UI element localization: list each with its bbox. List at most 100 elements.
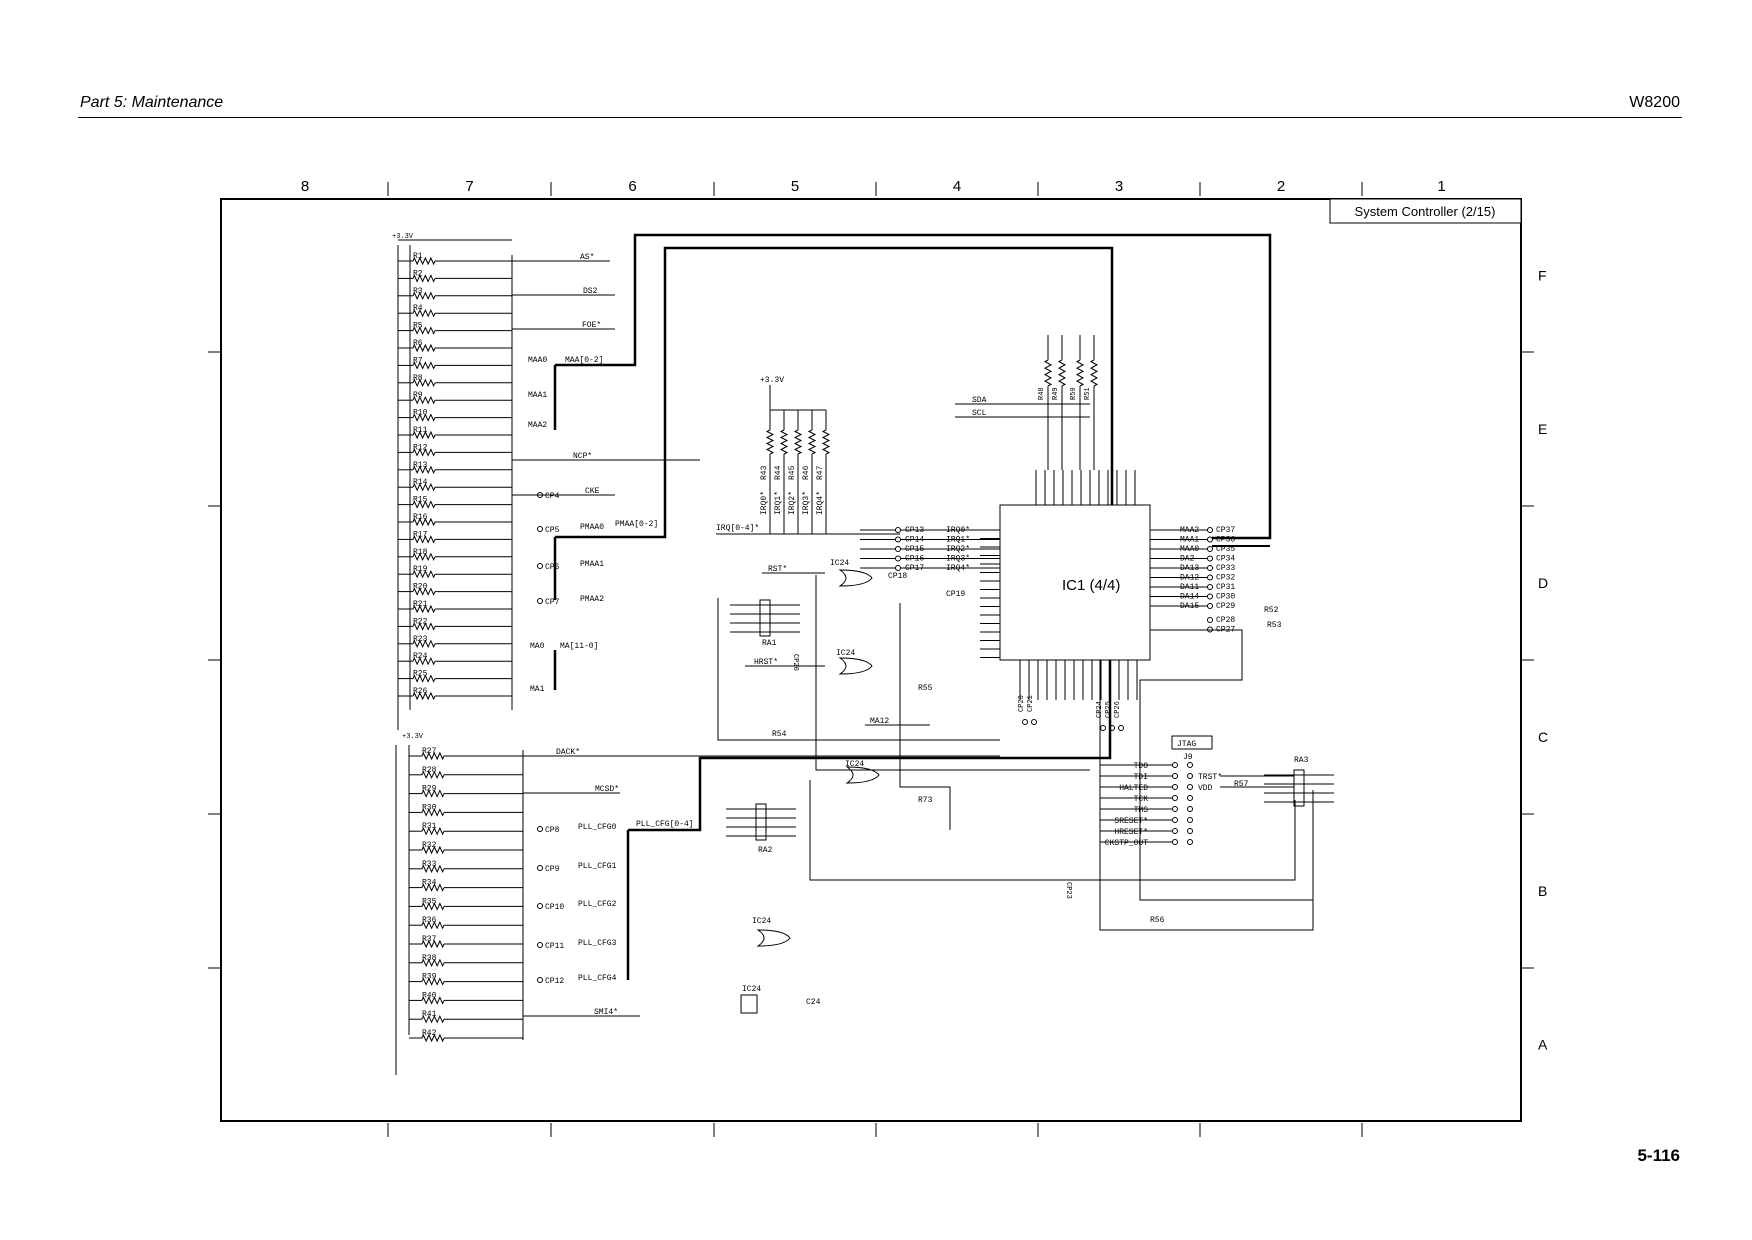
net-pllcfg1: PLL_CFG1 xyxy=(578,862,617,871)
testpoint-circle xyxy=(1207,593,1213,600)
resistor-symbol xyxy=(421,920,445,930)
jtag-pin-label: TDI xyxy=(1134,773,1148,782)
right-net-label: DA2 xyxy=(1180,555,1195,564)
jtag-pin xyxy=(1172,773,1178,779)
net-ncp: NCP* xyxy=(573,452,592,461)
resistor-packs xyxy=(726,599,1334,841)
resistor-label: R13 xyxy=(413,461,428,470)
resistor-label: R17 xyxy=(413,530,428,539)
rail-label: +3.3V xyxy=(402,733,424,741)
resistor-symbol xyxy=(412,569,436,579)
column-label: 5 xyxy=(791,178,799,195)
resistor-label: R48 xyxy=(1038,387,1046,400)
resistor-label: R6 xyxy=(413,339,423,348)
gate-symbol xyxy=(838,569,873,587)
rail-label: +3.3V xyxy=(392,233,414,241)
testpoint-circle xyxy=(1118,725,1124,731)
resistor-symbol xyxy=(412,691,436,701)
jtag-pin xyxy=(1172,806,1178,812)
ic24-a-label: IC24 xyxy=(830,559,849,568)
row-label: D xyxy=(1538,575,1548,591)
ic24-c-label: IC24 xyxy=(845,760,864,769)
column-label: 4 xyxy=(953,178,961,195)
net-labels-bottom: DACK* MCSD* PLL_CFG0 PLL_CFG[0-4] PLL_CF… xyxy=(523,748,1000,1017)
resistor-symbol xyxy=(412,535,436,544)
testpoint-label: CP26 xyxy=(1114,701,1122,718)
testpoint-circle xyxy=(1100,725,1106,731)
irq-line-label: IRQ2* xyxy=(788,491,797,515)
irq-line-label: IRQ3* xyxy=(802,491,811,515)
resistor-label: R4 xyxy=(413,304,423,313)
resistor-symbol xyxy=(412,308,436,318)
resistor-label: R15 xyxy=(413,496,428,505)
model-name: W8200 xyxy=(1629,94,1680,111)
testpoint-label: CP11 xyxy=(545,942,564,951)
resistor-symbol xyxy=(412,604,436,614)
gate-symbol xyxy=(838,657,873,675)
r54-label: R54 xyxy=(772,730,787,739)
resistor-symbol xyxy=(421,977,445,986)
net-pmaa0: PMAA0 xyxy=(580,523,604,532)
resistor-symbol xyxy=(1089,359,1099,387)
resistor-symbol xyxy=(765,429,775,455)
resistor-symbol xyxy=(421,751,445,761)
net-pmaa2: PMAA2 xyxy=(580,595,604,604)
net-mcsd: MCSD* xyxy=(595,785,619,794)
testpoint-label: CP28 xyxy=(1216,616,1235,625)
cap-c24: C24 xyxy=(806,998,821,1007)
testpoint-label: CP13 xyxy=(905,526,924,535)
testpoint-label: CP4 xyxy=(545,492,560,501)
jtag-box-label: JTAG xyxy=(1177,740,1196,749)
resistor-label: R33 xyxy=(422,860,437,869)
resistor-symbol xyxy=(779,429,789,455)
testpoint-circle xyxy=(1207,584,1213,590)
resistor-symbol xyxy=(421,808,445,817)
jtag-pin xyxy=(1172,784,1178,790)
bus-lines xyxy=(553,233,1272,980)
resistor-symbol xyxy=(421,826,445,836)
irq-rail: +3.3V xyxy=(760,376,784,385)
gate-symbol xyxy=(845,766,880,784)
irq-pin-label: IRQ0* xyxy=(946,526,970,535)
testpoint-label: CP25 xyxy=(1105,701,1113,718)
net-cke: CKE xyxy=(585,487,600,496)
resistor-label: R10 xyxy=(413,409,428,418)
jtag-pin xyxy=(1172,839,1178,845)
resistor-label: R16 xyxy=(413,513,428,522)
testpoint-circle xyxy=(895,527,901,533)
net-maa0: MAA0 xyxy=(528,356,547,365)
testpoint-label: CP15 xyxy=(905,545,924,554)
resistor-symbol xyxy=(421,864,445,874)
testpoint-label: CP33 xyxy=(1216,564,1235,573)
resistor-pack xyxy=(759,599,771,637)
irq-line-label: IRQ4* xyxy=(816,491,825,515)
resistor-label: R8 xyxy=(413,374,423,383)
resistor-symbol xyxy=(412,291,436,301)
resistor-label: R41 xyxy=(422,1010,437,1019)
net-dack: DACK* xyxy=(556,748,580,757)
resistor-symbol xyxy=(421,958,445,968)
r57-label: R57 xyxy=(1234,780,1249,789)
jtag-pin xyxy=(1172,828,1178,834)
net-pllcfg-bus: PLL_CFG[0-4] xyxy=(636,820,694,829)
right-nets: MAA2MAA1MAA0DA2DA13DA12DA11DA14DA15CP37C… xyxy=(1150,526,1235,635)
resistor-symbol xyxy=(1057,359,1067,387)
left-loop xyxy=(809,780,1296,881)
resistor-symbol xyxy=(421,939,445,949)
irq-pin-label: IRQ1* xyxy=(946,536,970,545)
row-label: E xyxy=(1538,421,1547,437)
ic24-power-block xyxy=(740,994,758,1014)
resistor-label: R39 xyxy=(422,973,437,982)
resistor-label: R5 xyxy=(413,322,423,331)
testpoint-label: CP5 xyxy=(545,526,560,535)
resistor-label: R31 xyxy=(422,822,437,831)
jtag-pin-label: CKSTP_OUT xyxy=(1105,839,1148,848)
net-maa2: MAA2 xyxy=(528,421,547,430)
cp19-label: CP19 xyxy=(946,590,965,599)
resistor-label: R19 xyxy=(413,565,428,574)
resistor-label: R46 xyxy=(802,465,811,480)
jtag-pin xyxy=(1187,762,1193,768)
testpoint-circle xyxy=(1207,574,1213,581)
